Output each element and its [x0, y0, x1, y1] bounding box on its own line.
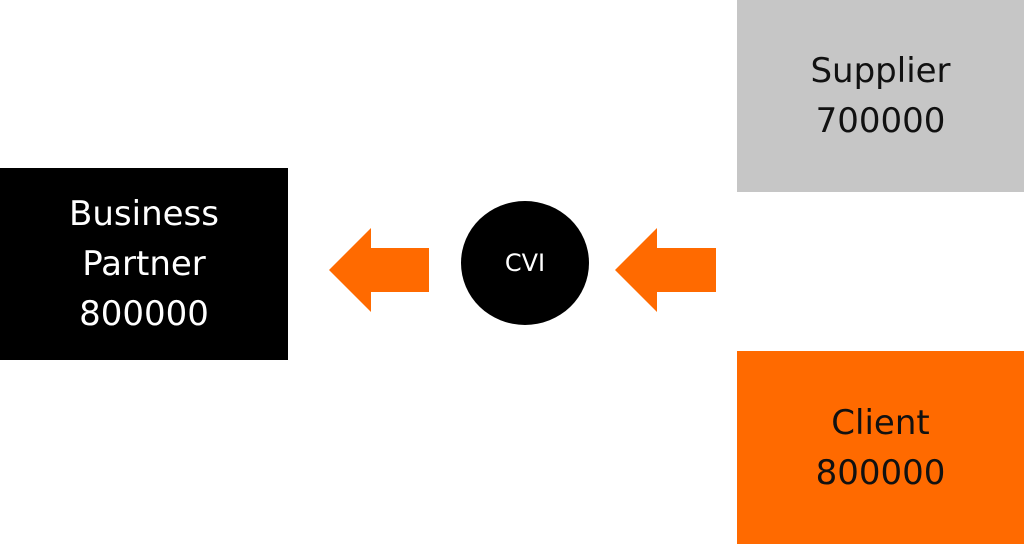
supplier-box: Supplier 700000: [737, 0, 1024, 192]
supplier-number: 700000: [815, 101, 946, 141]
business-partner-line1: Business: [69, 194, 219, 234]
client-box: Client 800000: [737, 351, 1024, 544]
client-label: Client: [831, 402, 930, 443]
business-partner-number: 800000: [79, 294, 209, 334]
supplier-label: Supplier: [810, 51, 951, 91]
arrow-left-icon: [329, 228, 429, 312]
arrow-left-icon-2: [615, 228, 716, 312]
business-partner-box: Business Partner 800000: [0, 168, 288, 360]
business-partner-line2: Partner: [82, 244, 206, 284]
cvi-label: CVI: [504, 249, 546, 277]
client-number: 800000: [815, 452, 946, 493]
cvi-circle: CVI: [461, 201, 589, 325]
